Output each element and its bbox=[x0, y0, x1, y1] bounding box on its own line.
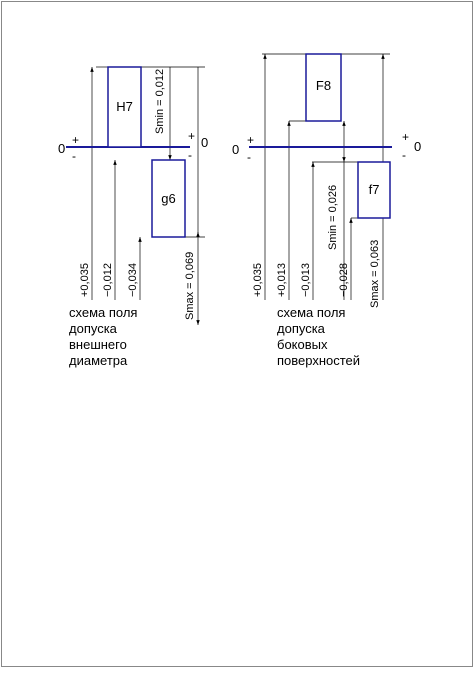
caption-left-line: схема поля bbox=[69, 305, 138, 320]
hole-label-r: F8 bbox=[316, 78, 331, 93]
shaft-zone-f7 bbox=[357, 161, 391, 219]
minus-sign-right-r: - bbox=[402, 148, 406, 162]
shaft-label-r: f7 bbox=[369, 182, 380, 197]
caption-right-line: схема поля bbox=[277, 305, 346, 320]
zero-label-left: 0 bbox=[58, 141, 65, 156]
minus-sign-left: - bbox=[72, 149, 76, 163]
zero-label-right: 0 bbox=[201, 135, 208, 150]
dim-label-minus012: −0,012 bbox=[102, 263, 114, 297]
dim-label-plus035-r: +0,035 bbox=[252, 263, 264, 297]
smax-label: Smax = 0,069 bbox=[184, 252, 196, 320]
caption-left-line: внешнего bbox=[69, 337, 127, 352]
zero-label-left-r: 0 bbox=[232, 142, 239, 157]
right-diagram: 0 + - + - 0 F8 f7 Smin = 0,026 Smax = 0,… bbox=[232, 53, 421, 308]
caption-right-line: боковых bbox=[277, 337, 328, 352]
dim-label-minus013: −0,013 bbox=[300, 263, 312, 297]
caption-left: схема поля допуска внешнего диаметра bbox=[69, 305, 137, 369]
minus-sign-right: - bbox=[188, 148, 192, 162]
caption-left-line: диаметра bbox=[69, 353, 128, 368]
smin-label: Smin = 0,012 bbox=[154, 69, 166, 134]
shaft-label: g6 bbox=[161, 191, 175, 206]
dim-label-plus035: +0,035 bbox=[79, 263, 91, 297]
caption-left-line: допуска bbox=[69, 321, 117, 336]
plus-sign-left-r: + bbox=[247, 133, 254, 147]
minus-sign-left-r: - bbox=[247, 150, 251, 164]
shaft-zone-g6 bbox=[151, 159, 186, 238]
plus-sign-left: + bbox=[72, 133, 79, 147]
hole-zone-f8 bbox=[305, 53, 342, 122]
plus-sign-right: + bbox=[188, 129, 195, 143]
smin-label-r: Smin = 0,026 bbox=[327, 185, 339, 250]
zero-label-right-r: 0 bbox=[414, 139, 421, 154]
smax-label-r: Smax = 0,063 bbox=[369, 240, 381, 308]
caption-right-line: допуска bbox=[277, 321, 325, 336]
hole-label: H7 bbox=[116, 99, 133, 114]
left-diagram: 0 + - + - 0 H7 g6 Smin = 0,012 Smax = 0,… bbox=[58, 66, 208, 325]
plus-sign-right-r: + bbox=[402, 130, 409, 144]
caption-right-line: поверхностей bbox=[277, 353, 361, 368]
dim-label-plus013: +0,013 bbox=[276, 263, 288, 297]
hole-zone-h7 bbox=[107, 66, 142, 148]
dim-label-minus028: −0,028 bbox=[338, 263, 350, 297]
dim-label-minus034: −0,034 bbox=[127, 263, 139, 297]
caption-right: схема поля допуска боковых поверхностей bbox=[277, 305, 360, 369]
